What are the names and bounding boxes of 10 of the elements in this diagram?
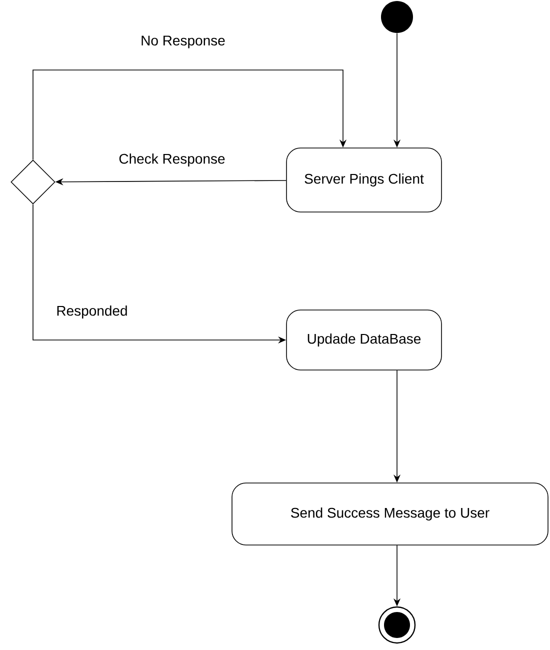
initial-node [381, 1, 413, 33]
action-box: Updade DataBase [286, 310, 442, 370]
action-box: Server Pings Client [286, 148, 442, 212]
arrow [32, 70, 347, 160]
decision-diamond [10, 160, 56, 204]
final-node [378, 606, 416, 644]
action-box: Send Success Message to User [232, 482, 548, 546]
edge-label: Responded [55, 304, 129, 320]
edge-label: Check Response [118, 152, 226, 168]
edge-label: No Response [140, 34, 226, 50]
